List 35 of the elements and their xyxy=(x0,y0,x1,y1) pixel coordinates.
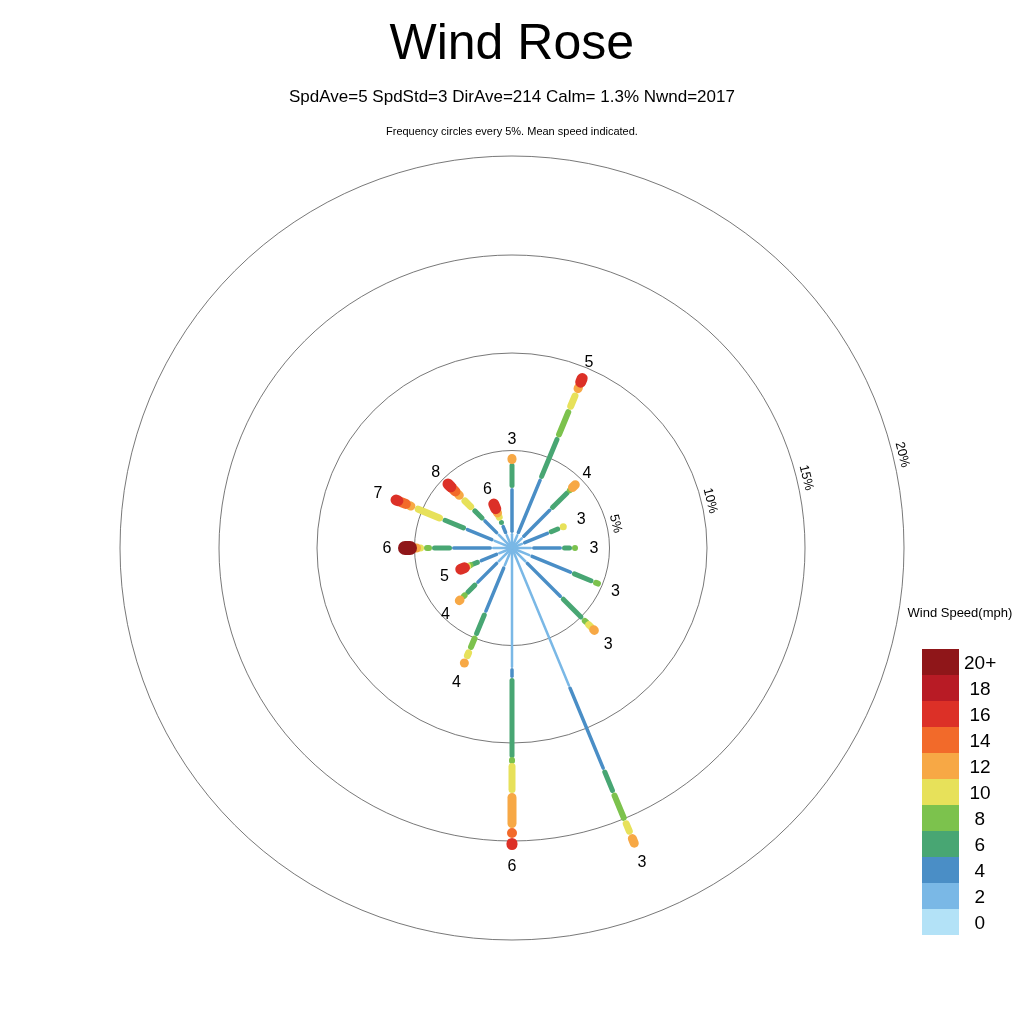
mean-speed-label: 3 xyxy=(610,582,620,599)
mean-speed-label: 8 xyxy=(431,463,441,480)
mean-speed-label: 3 xyxy=(507,431,517,447)
legend-label: 20+ xyxy=(964,652,997,672)
legend-label: 0 xyxy=(974,912,986,932)
mean-speed-label: 3 xyxy=(589,540,599,556)
title: Wind Rose xyxy=(389,17,635,67)
legend-title: Wind Speed(mph) xyxy=(907,605,1013,619)
mean-speed-label: 6 xyxy=(382,540,392,556)
note-text: SpdAve=5 SpdStd=3 DirAve=214 Calm= 1.3% Nwnd=2017 xyxy=(289,87,735,105)
legend-label: 16 xyxy=(969,704,991,724)
legend-label: 12 xyxy=(969,756,991,776)
legend-label: 8 xyxy=(974,808,986,828)
mean-speed-label: 4 xyxy=(452,673,461,690)
legend-label: 2 xyxy=(974,886,986,906)
frequency-circle-label: 10% xyxy=(701,485,721,515)
frequency-circle-label: 5% xyxy=(607,512,625,534)
legend-label: 14 xyxy=(969,730,991,750)
mean-speed-label: 4 xyxy=(582,465,592,482)
mean-speed-label: 6 xyxy=(483,480,492,497)
legend-label: 4 xyxy=(974,860,986,880)
note-text: Frequency circles every 5%. Mean speed indicated. xyxy=(386,125,638,137)
mean-speed-label: 6 xyxy=(507,858,517,874)
mean-speed-label: 7 xyxy=(373,484,383,501)
mean-speed-label: 5 xyxy=(584,354,594,371)
mean-speed-label: 3 xyxy=(576,511,586,528)
mean-speed-label: 3 xyxy=(603,636,613,653)
mean-speed-label: 3 xyxy=(637,854,647,871)
frequency-circle-label: 15% xyxy=(797,463,817,492)
legend-label: 6 xyxy=(974,834,986,854)
mean-speed-label: 5 xyxy=(440,567,449,584)
legend-label: 10 xyxy=(969,782,991,802)
mean-speed-label: 4 xyxy=(441,606,450,623)
frequency-circle-label: 20% xyxy=(893,439,913,469)
legend-label: 18 xyxy=(969,678,991,698)
